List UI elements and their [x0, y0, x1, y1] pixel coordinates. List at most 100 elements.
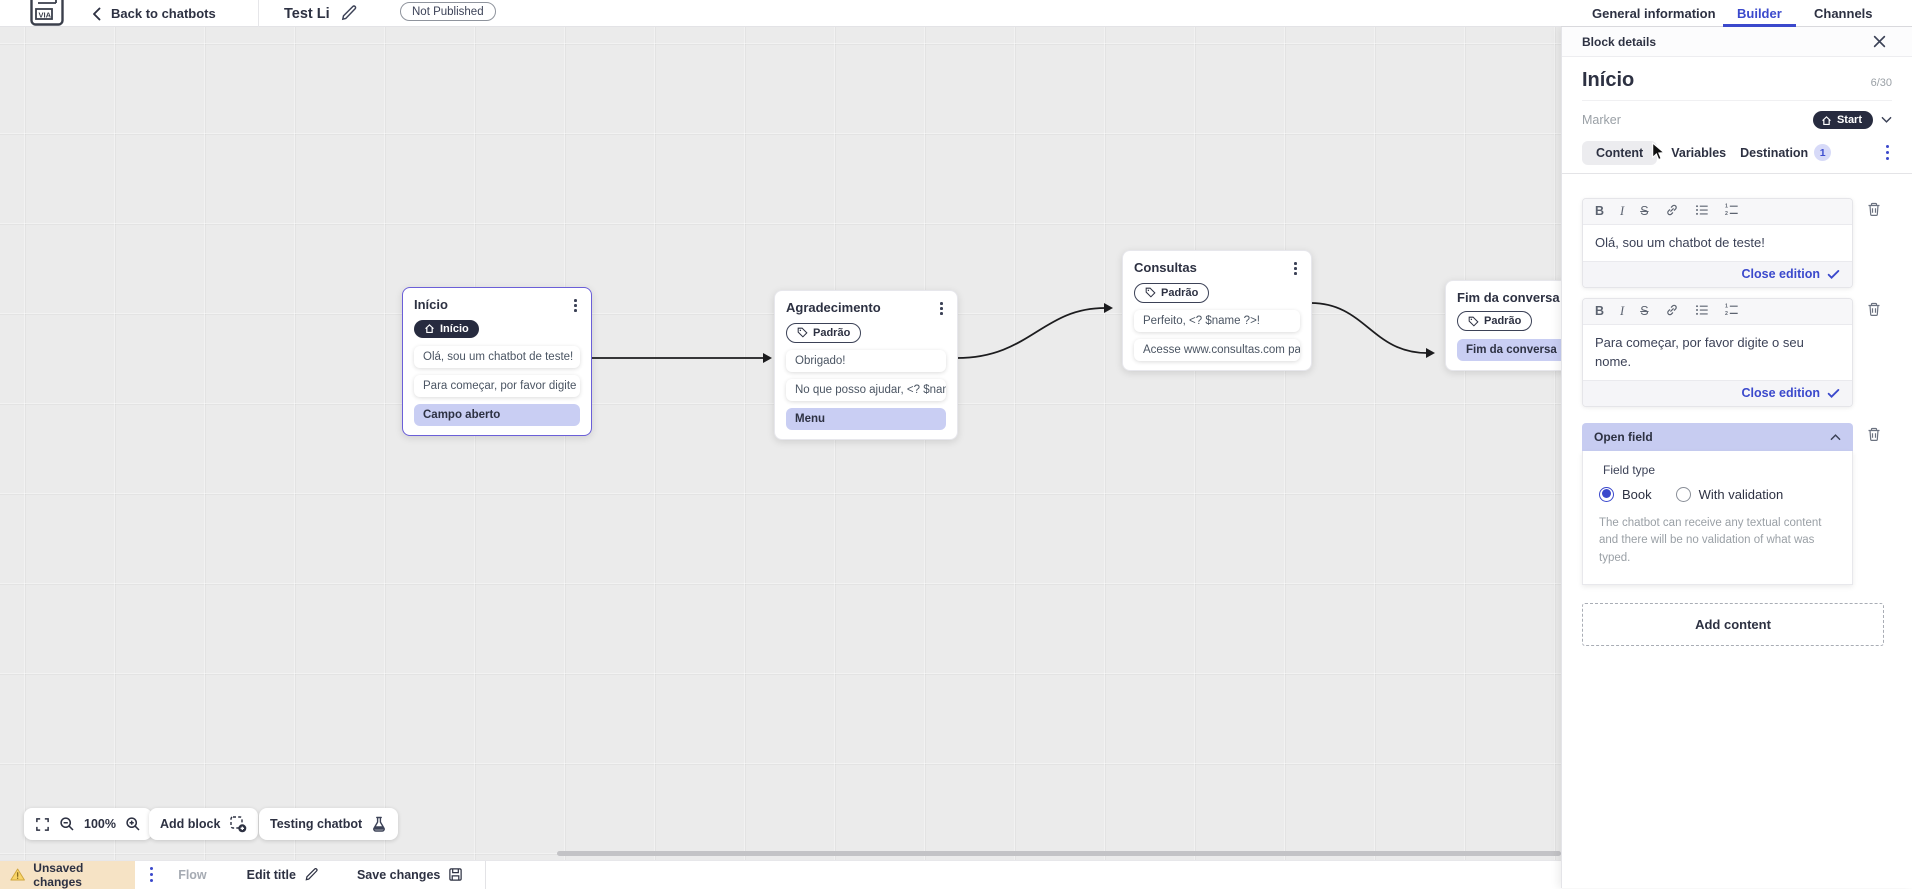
mouse-cursor: [1652, 142, 1666, 161]
link-icon[interactable]: [1665, 303, 1679, 320]
marker-dropdown[interactable]: Start: [1812, 111, 1892, 129]
block-message-row[interactable]: No que posso ajudar, <? $name ...: [786, 379, 946, 402]
strikethrough-icon[interactable]: S: [1640, 204, 1649, 219]
block-message-row[interactable]: Obrigado!: [786, 350, 946, 373]
italic-icon[interactable]: I: [1620, 204, 1625, 219]
header-divider: [258, 0, 259, 27]
marker-label: Marker: [1582, 113, 1621, 127]
active-tab-underline: [1723, 24, 1796, 27]
bold-icon[interactable]: B: [1595, 204, 1605, 219]
save-icon: [449, 868, 463, 881]
horizontal-scrollbar[interactable]: [557, 851, 1561, 856]
check-icon: [1827, 388, 1840, 398]
field-type-label: Field type: [1603, 462, 1656, 477]
trash-icon[interactable]: [1866, 301, 1882, 318]
zoom-in-icon[interactable]: [125, 816, 141, 832]
panel-title: Block details: [1582, 34, 1657, 49]
add-block-icon: [229, 815, 247, 833]
strikethrough-icon[interactable]: S: [1640, 303, 1649, 318]
block-details-panel: Block details Início 6/30 Marker Start C…: [1561, 27, 1912, 888]
chatbot-title[interactable]: Test Li: [284, 5, 330, 22]
block-message-row[interactable]: Perfeito, <? $name ?>!: [1134, 310, 1300, 333]
block-name-input[interactable]: Início: [1582, 69, 1635, 91]
edit-title-pencil-icon[interactable]: [340, 4, 358, 22]
block-title: Consultas: [1134, 260, 1197, 275]
tab-content[interactable]: Content: [1582, 140, 1658, 165]
fullscreen-icon[interactable]: [35, 817, 50, 832]
block-menu-icon[interactable]: [1291, 260, 1300, 277]
tab-builder[interactable]: Builder: [1737, 5, 1782, 21]
bullet-list-icon[interactable]: [1695, 303, 1709, 320]
status-badge: Not Published: [400, 2, 496, 21]
bullet-list-icon[interactable]: [1695, 203, 1709, 220]
editor-text[interactable]: Para começar, por favor digite o seu nom…: [1583, 324, 1852, 380]
home-icon: [1822, 115, 1831, 125]
block-message-row[interactable]: Olá, sou um chatbot de teste!: [414, 346, 580, 369]
radio-book[interactable]: Book: [1599, 486, 1652, 502]
radio-with-validation[interactable]: With validation: [1675, 486, 1783, 502]
unsaved-changes-indicator: Unsaved changes: [0, 860, 135, 889]
tag-icon: [1468, 316, 1479, 327]
trash-icon[interactable]: [1866, 426, 1882, 443]
back-to-chatbots-button[interactable]: Back to chatbots: [92, 0, 216, 27]
block-badge-default: Padrão: [1457, 311, 1533, 331]
zoom-out-icon[interactable]: [59, 816, 75, 832]
chevron-down-icon: [1881, 116, 1892, 123]
panel-header-bar: Block details: [1562, 27, 1912, 57]
tag-icon: [797, 327, 808, 338]
radio-unselected-icon: [1675, 486, 1691, 502]
field-type-description: The chatbot can receive any textual cont…: [1599, 516, 1822, 565]
name-char-counter: 6/30: [1870, 77, 1892, 89]
add-content-button[interactable]: Add content: [1582, 602, 1884, 646]
flow-block-inicio[interactable]: Início Início Olá, sou um chatbot de tes…: [402, 287, 592, 437]
edit-title-button[interactable]: Edit title: [247, 867, 319, 882]
italic-icon[interactable]: I: [1620, 303, 1625, 318]
block-message-row[interactable]: Acesse www.consultas.com par...: [1134, 339, 1300, 362]
svg-text:VIA: VIA: [39, 11, 52, 20]
radio-selected-icon: [1599, 486, 1614, 502]
flow-menu-item[interactable]: Flow: [178, 867, 207, 882]
tab-destination[interactable]: Destination 1: [1740, 139, 1832, 166]
statusbar-menu-icon[interactable]: [147, 865, 156, 884]
tag-icon: [1145, 287, 1156, 298]
close-icon[interactable]: [1873, 35, 1886, 48]
start-marker-pill: Start: [1812, 111, 1873, 129]
tab-general-information[interactable]: General information: [1592, 5, 1716, 21]
block-menu-icon[interactable]: [937, 300, 946, 317]
tab-channels[interactable]: Channels: [1814, 5, 1873, 21]
open-field-section: Open field Field type Book Wi: [1582, 422, 1853, 585]
block-menu-row[interactable]: Menu: [786, 408, 946, 431]
open-field-header[interactable]: Open field: [1582, 422, 1853, 451]
back-chevron-icon: [93, 7, 101, 20]
app-logo-icon: VIA: [30, 0, 64, 26]
flow-canvas[interactable]: Início Início Olá, sou um chatbot de tes…: [0, 27, 1625, 888]
zoom-level: 100%: [84, 817, 116, 831]
back-label: Back to chatbots: [111, 6, 216, 21]
save-changes-button[interactable]: Save changes: [357, 867, 463, 882]
block-badge-default: Padrão: [1134, 282, 1210, 303]
flow-block-agradecimento[interactable]: Agradecimento Padrão Obrigado! No que po…: [774, 290, 958, 441]
close-edition-button[interactable]: Close edition: [1583, 260, 1852, 287]
home-icon: [425, 324, 434, 334]
panel-overflow-menu-icon[interactable]: [1883, 143, 1892, 162]
pencil-icon: [305, 868, 318, 881]
link-icon[interactable]: [1665, 203, 1679, 220]
testing-chatbot-button[interactable]: Testing chatbot: [259, 808, 399, 840]
block-open-field-row[interactable]: Campo aberto: [414, 404, 580, 427]
editor-text[interactable]: Olá, sou um chatbot de teste!: [1583, 225, 1852, 261]
block-message-row[interactable]: Para começar, por favor digite o ...: [414, 375, 580, 398]
block-menu-icon[interactable]: [571, 297, 580, 314]
add-block-button[interactable]: Add block: [149, 808, 259, 840]
tab-variables[interactable]: Variables: [1671, 145, 1727, 160]
bottom-status-bar: Unsaved changes Flow Edit title Save cha…: [0, 860, 1561, 889]
close-edition-button[interactable]: Close edition: [1583, 379, 1852, 406]
trash-icon[interactable]: [1866, 201, 1882, 218]
statusbar-divider: [485, 860, 487, 889]
top-header: VIA Back to chatbots Test Li Not Publish…: [0, 0, 1912, 27]
bold-icon[interactable]: B: [1595, 303, 1605, 318]
flow-block-consultas[interactable]: Consultas Padrão Perfeito, <? $name ?>! …: [1122, 250, 1312, 372]
